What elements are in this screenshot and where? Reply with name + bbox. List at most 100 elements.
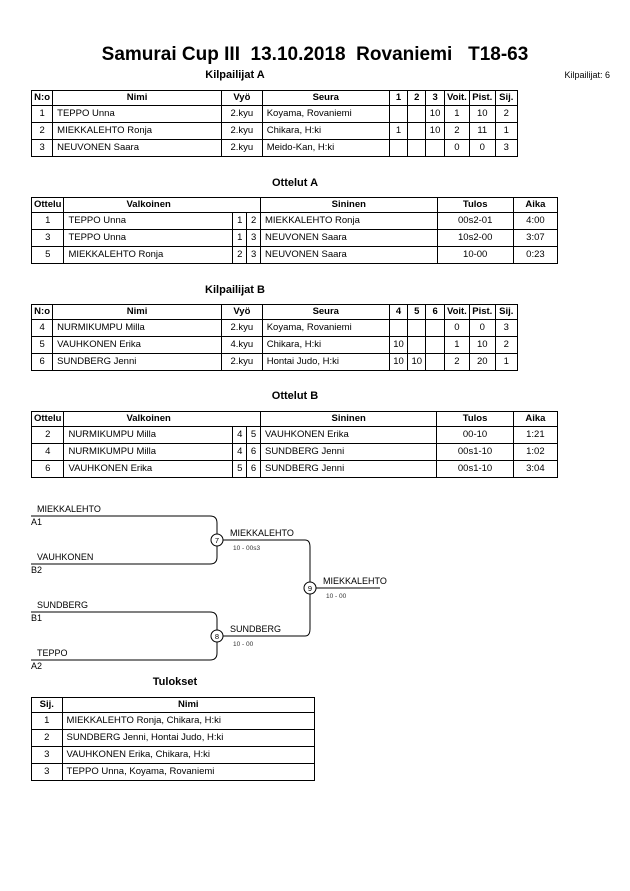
- column-header: 4: [388, 304, 409, 320]
- match-8-number: 8: [215, 632, 219, 641]
- column-header: N:o: [30, 304, 54, 320]
- table-cell: 2: [443, 353, 471, 371]
- table-cell: SUNDBERG Jenni: [52, 353, 223, 371]
- column-header: [232, 411, 247, 427]
- table-cell: 20: [469, 353, 496, 371]
- column-header: Pist.: [469, 304, 496, 320]
- column-header: Nimi: [61, 697, 316, 713]
- table-cell: Meido-Kan, H:ki: [261, 139, 390, 157]
- column-header: Voit.: [443, 90, 471, 106]
- table-cell: VAUHKONEN Erika, Chikara, H:ki: [61, 746, 316, 764]
- table-cell: 5: [30, 246, 65, 264]
- table-cell: 1: [443, 336, 471, 354]
- semi1-bottom-seed: B2: [31, 565, 42, 575]
- table-cell: 3: [31, 763, 63, 781]
- table-cell: 1: [494, 353, 519, 371]
- match-7-circle: [210, 533, 224, 547]
- table-cell: 1:21: [512, 426, 559, 444]
- table-cell: 0: [469, 319, 496, 337]
- results-heading: Tulokset: [152, 676, 198, 688]
- matches-b-heading: Ottelut B: [271, 390, 319, 402]
- table-cell: 2: [30, 122, 54, 140]
- table-cell: [425, 336, 445, 354]
- table-cell: NEUVONEN Saara: [260, 246, 438, 264]
- table-cell: [388, 319, 409, 337]
- table-cell: 0:23: [512, 246, 559, 264]
- match-9-circle: [303, 581, 317, 595]
- table-cell: 10: [388, 336, 409, 354]
- table-cell: 1: [388, 122, 409, 140]
- table-cell: 4.kyu: [221, 336, 263, 354]
- column-header: Voit.: [443, 304, 471, 320]
- table-cell: 3: [246, 229, 261, 247]
- table-cell: 10: [425, 105, 445, 123]
- column-header: Vyö: [221, 304, 263, 320]
- match-7-number: 7: [215, 536, 219, 545]
- table-cell: [407, 336, 427, 354]
- table-cell: 5: [232, 460, 248, 478]
- table-cell: 10: [469, 336, 496, 354]
- column-header: Ottelu: [30, 411, 65, 427]
- column-header: 2: [407, 90, 427, 106]
- table-cell: 1: [30, 212, 65, 230]
- table-cell: 1: [494, 122, 519, 140]
- table-cell: 10s2-00: [436, 229, 514, 247]
- table-cell: 3:07: [512, 229, 559, 247]
- table-cell: [407, 105, 427, 123]
- match-8-circle: [210, 629, 224, 643]
- table-cell: 4: [232, 426, 248, 444]
- table-cell: 3: [30, 139, 54, 157]
- table-cell: 00s2-01: [436, 212, 514, 230]
- table-cell: MIEKKALEHTO Ronja, Chikara, H:ki: [61, 712, 316, 730]
- table-cell: 5: [246, 426, 261, 444]
- table-cell: NEUVONEN Saara: [52, 139, 223, 157]
- table-cell: 2: [31, 729, 63, 747]
- table-cell: 10: [469, 105, 496, 123]
- column-header: Sininen: [259, 411, 438, 427]
- table-cell: 2: [494, 336, 519, 354]
- column-header: Vyö: [221, 90, 263, 106]
- table-cell: 4: [30, 443, 65, 461]
- bracket-line-final: [217, 539, 311, 637]
- column-header: Valkoinen: [63, 411, 233, 427]
- table-cell: VAUHKONEN Erika: [259, 426, 438, 444]
- semi2-bottom-name: TEPPO: [37, 648, 68, 658]
- table-cell: MIEKKALEHTO Ronja: [260, 212, 438, 230]
- matches-a-heading: Ottelut A: [271, 177, 319, 189]
- table-cell: TEPPO Unna: [63, 229, 234, 247]
- match-8-score: 10 - 00: [233, 641, 254, 648]
- table-cell: [425, 353, 445, 371]
- table-cell: 00s1-10: [436, 443, 514, 461]
- table-cell: TEPPO Unna: [52, 105, 223, 123]
- table-cell: Koyama, Rovaniemi: [261, 319, 390, 337]
- table-cell: 2: [30, 426, 65, 444]
- table-cell: 4:00: [512, 212, 559, 230]
- table-cell: VAUHKONEN Erika: [52, 336, 223, 354]
- match-9-winner: MIEKKALEHTO: [323, 576, 387, 586]
- table-cell: [388, 105, 409, 123]
- semi1-top-seed: A1: [31, 517, 42, 527]
- column-header: Sij.: [31, 697, 63, 713]
- table-cell: Chikara, H:ki: [261, 336, 390, 354]
- match-7-winner: MIEKKALEHTO: [230, 528, 294, 538]
- column-header: Aika: [512, 411, 559, 427]
- table-cell: 1: [31, 712, 63, 730]
- pool-b-heading: Kilpailijat B: [205, 284, 265, 296]
- table-cell: 6: [246, 460, 261, 478]
- table-cell: 10: [425, 122, 445, 140]
